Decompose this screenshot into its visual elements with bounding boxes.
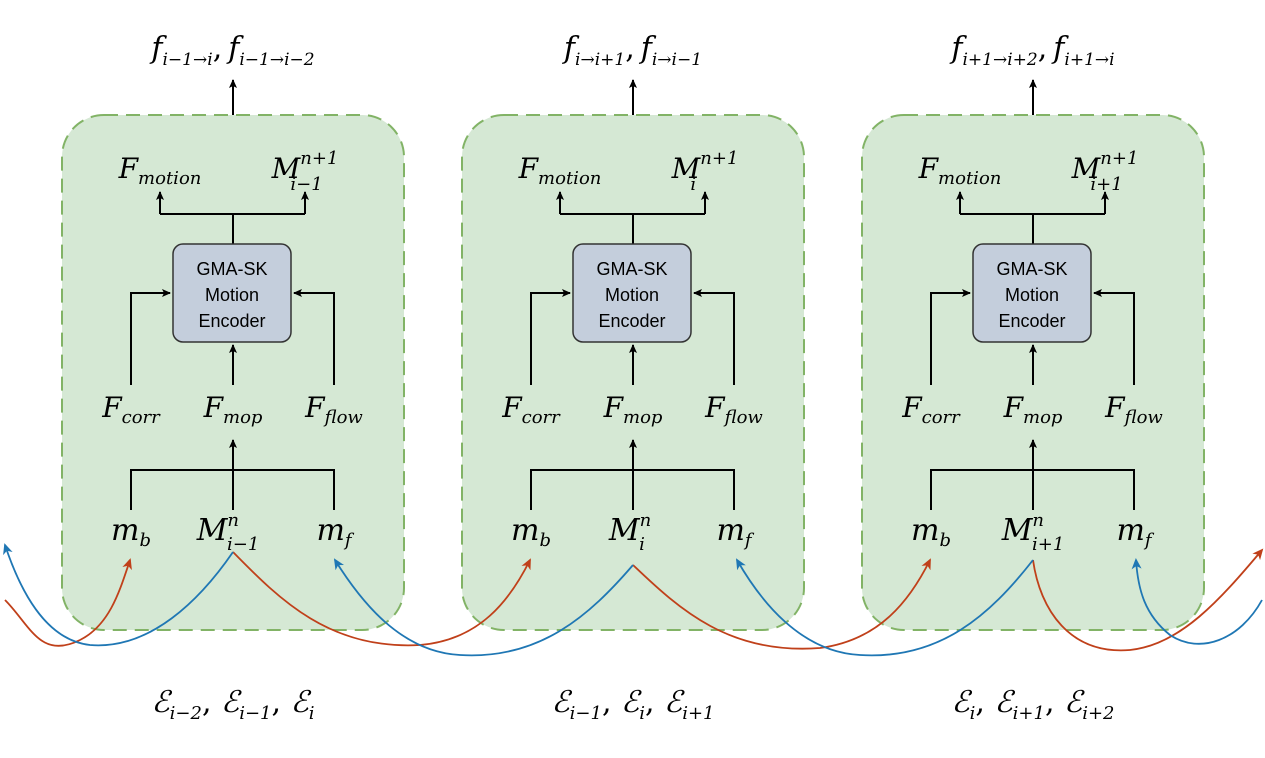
motion-encoder-box bbox=[172, 243, 292, 343]
m-b-label: mb bbox=[911, 513, 951, 551]
encoder-line-3: Encoder bbox=[198, 311, 265, 331]
f-mop-label: Fmop bbox=[203, 391, 263, 428]
m-b-label: mb bbox=[111, 513, 151, 551]
corr-to-encoder bbox=[930, 289, 971, 385]
f-motion-label: Fmotion bbox=[918, 152, 1002, 189]
encoder-line-1: GMA-SK bbox=[196, 259, 267, 279]
red-curve-3-to-right bbox=[1032, 548, 1264, 652]
corr-to-encoder bbox=[130, 289, 171, 385]
m-b-label: mb bbox=[511, 513, 551, 551]
f-motion-label: Fmotion bbox=[118, 152, 202, 189]
f-motion-label: Fmotion bbox=[518, 152, 602, 189]
corr-to-encoder bbox=[530, 289, 571, 385]
encoder-line-1: GMA-SK bbox=[996, 259, 1067, 279]
bottom-events-label: ℰi, ℰi+1, ℰi+2 bbox=[951, 685, 1114, 724]
blue-curve-right-edge bbox=[1131, 558, 1263, 645]
red-curve-1-to-2 bbox=[232, 551, 531, 647]
f-flow-label: Fflow bbox=[704, 391, 763, 428]
encoder-output-fork bbox=[160, 213, 305, 244]
blue-curve-3-to-2 bbox=[736, 558, 1034, 657]
encoder-output-fork bbox=[960, 213, 1105, 244]
flow-to-encoder bbox=[293, 289, 335, 385]
top-output-label: fi→i+1,fi→i−1 bbox=[562, 31, 702, 70]
flow-to-encoder bbox=[693, 289, 735, 385]
encoder-line-2: Motion bbox=[1005, 285, 1059, 305]
motion-encoder-box bbox=[572, 243, 692, 343]
f-mop-label: Fmop bbox=[603, 391, 663, 428]
encoder-line-3: Encoder bbox=[998, 311, 1065, 331]
bottom-events-label: ℰi−2, ℰi−1, ℰi bbox=[151, 685, 314, 724]
encoder-line-2: Motion bbox=[605, 285, 659, 305]
f-corr-label: Fcorr bbox=[901, 391, 961, 428]
f-mop-label: Fmop bbox=[1003, 391, 1063, 428]
encoder-line-2: Motion bbox=[205, 285, 259, 305]
m-f-label: mf bbox=[316, 513, 354, 551]
bottom-events-label: ℰi−1, ℰi, ℰi+1 bbox=[551, 685, 714, 724]
red-curve-2-to-3 bbox=[632, 558, 931, 650]
top-output-label: fi+1→i+2,fi+1→i bbox=[949, 31, 1114, 70]
propagation-curves bbox=[3, 543, 1264, 657]
blue-curve-1-to-left bbox=[3, 543, 234, 647]
f-flow-label: Fflow bbox=[1104, 391, 1163, 428]
motion-encoder-box bbox=[972, 243, 1092, 343]
blue-curve-2-to-1 bbox=[333, 558, 634, 657]
encoder-output-fork bbox=[560, 213, 705, 244]
flow-to-encoder bbox=[1093, 289, 1135, 385]
encoder-line-1: GMA-SK bbox=[596, 259, 667, 279]
f-corr-label: Fcorr bbox=[101, 391, 161, 428]
top-output-label: fi−1→i,fi−1→i−2 bbox=[149, 31, 314, 70]
f-flow-label: Fflow bbox=[304, 391, 363, 428]
red-curve-left-edge bbox=[4, 558, 132, 647]
encoder-line-3: Encoder bbox=[598, 311, 665, 331]
f-corr-label: Fcorr bbox=[501, 391, 561, 428]
